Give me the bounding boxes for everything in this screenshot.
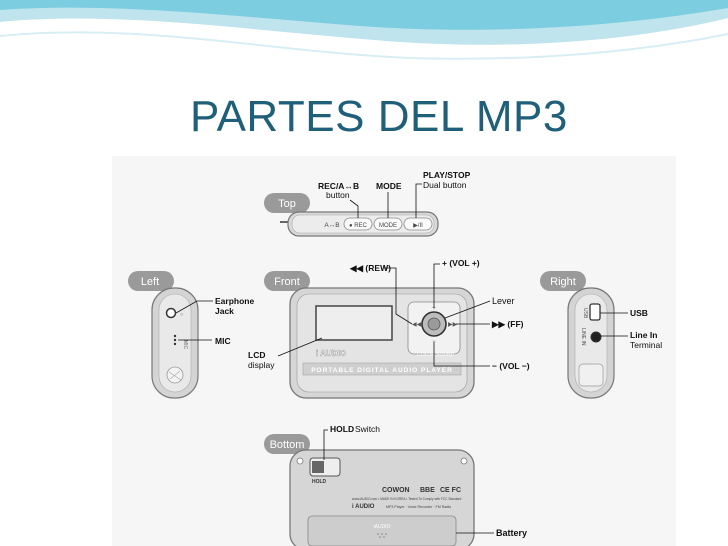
callout-earphone-jack: Jack bbox=[215, 306, 234, 316]
callout-hold-switch: Switch bbox=[355, 424, 380, 434]
callout-play-stop-sub: Dual button bbox=[423, 180, 467, 190]
bottom-small-text-1: www.iAUDIO.com • MADE IN KOREA • Tested … bbox=[352, 497, 462, 501]
callout-earphone: Earphone bbox=[215, 296, 254, 306]
top-ab-label: A↔B bbox=[324, 222, 339, 229]
view-tag-right: Right bbox=[550, 276, 576, 288]
svg-text:◀◀: ◀◀ bbox=[412, 322, 422, 328]
bottom-cowon: COWON bbox=[382, 487, 410, 494]
usb-port bbox=[589, 303, 601, 321]
lcd-screen bbox=[315, 305, 393, 341]
callout-line-in-terminal: Terminal bbox=[630, 340, 662, 350]
earphone-jack bbox=[165, 307, 177, 319]
bottom-small-text-2: MP3 Player · Voice Recorder · FM Radio bbox=[386, 505, 451, 509]
right-usb-label: USB bbox=[582, 308, 588, 319]
callout-rec-ab: REC/A↔B bbox=[318, 181, 359, 191]
bottom-bbe: BBE bbox=[420, 487, 435, 494]
front-color-sound: COLOR SOUND bbox=[417, 352, 455, 358]
callout-mode: MODE bbox=[376, 181, 402, 191]
right-view: Right USB LINE IN USB Line In Terminal bbox=[540, 271, 662, 399]
bottom-cover-logo: iAUDIO bbox=[374, 524, 391, 530]
line-in-port bbox=[590, 331, 602, 343]
right-line-label: LINE IN bbox=[580, 328, 586, 346]
svg-text:○: ○ bbox=[180, 312, 183, 318]
callout-battery: Battery bbox=[496, 528, 527, 538]
front-view: Front + − ◀◀ ▶▶ i AUDIO COLOR SOUND PORT… bbox=[248, 258, 530, 399]
svg-text:+: + bbox=[432, 306, 436, 312]
front-band-text: PORTABLE DIGITAL AUDIO PLAYER bbox=[311, 367, 453, 374]
callout-ff: ▶▶ (FF) bbox=[491, 319, 524, 329]
bottom-hold-label: HOLD bbox=[312, 479, 327, 485]
callout-lever: Lever bbox=[492, 296, 515, 306]
callout-mic: MIC bbox=[215, 336, 231, 346]
callout-vol-minus: − (VOL −) bbox=[492, 361, 530, 371]
play-stop-button bbox=[403, 217, 433, 231]
bottom-view: Bottom HOLD COWON BBE CE FC www.iAUDIO.c… bbox=[264, 424, 527, 546]
view-tag-front: Front bbox=[274, 276, 300, 288]
callout-vol-plus: + (VOL +) bbox=[442, 258, 480, 268]
slide-title: PARTES DEL MP3 bbox=[190, 92, 568, 141]
callout-lcd-display: display bbox=[248, 360, 275, 370]
callout-line-in: Line In bbox=[630, 330, 657, 340]
mp3-parts-diagram: Top A↔B ● REC MODE ▶/II REC/A↔B button M… bbox=[112, 156, 676, 546]
top-play-label: ▶/II bbox=[413, 223, 423, 229]
front-brand: i AUDIO bbox=[316, 349, 346, 358]
top-view: Top A↔B ● REC MODE ▶/II REC/A↔B button M… bbox=[264, 170, 471, 237]
view-tag-top: Top bbox=[278, 198, 296, 210]
callout-rew: ◀◀ (REW) bbox=[349, 263, 391, 273]
callout-rec-ab-sub: button bbox=[326, 190, 350, 200]
left-mic-label: MIC bbox=[182, 340, 188, 350]
callout-play-stop: PLAY/STOP bbox=[423, 170, 471, 180]
callout-usb: USB bbox=[630, 308, 648, 318]
callout-hold: HOLD bbox=[330, 424, 354, 434]
header-wave-decoration bbox=[0, 0, 728, 60]
top-rec-label: ● REC bbox=[349, 223, 368, 229]
bottom-brand: i AUDIO bbox=[352, 504, 375, 510]
bottom-ce-fcc: CE FC bbox=[440, 487, 461, 494]
top-mode-label: MODE bbox=[379, 223, 397, 229]
left-view: Left ○ MIC Earphone Jack MIC bbox=[128, 271, 254, 399]
battery-cover bbox=[307, 515, 457, 546]
view-tag-left: Left bbox=[141, 276, 159, 288]
svg-text:▶▶: ▶▶ bbox=[448, 322, 458, 328]
callout-lcd: LCD bbox=[248, 350, 265, 360]
view-tag-bottom: Bottom bbox=[270, 439, 305, 451]
view-tag-top-bg bbox=[264, 193, 310, 213]
